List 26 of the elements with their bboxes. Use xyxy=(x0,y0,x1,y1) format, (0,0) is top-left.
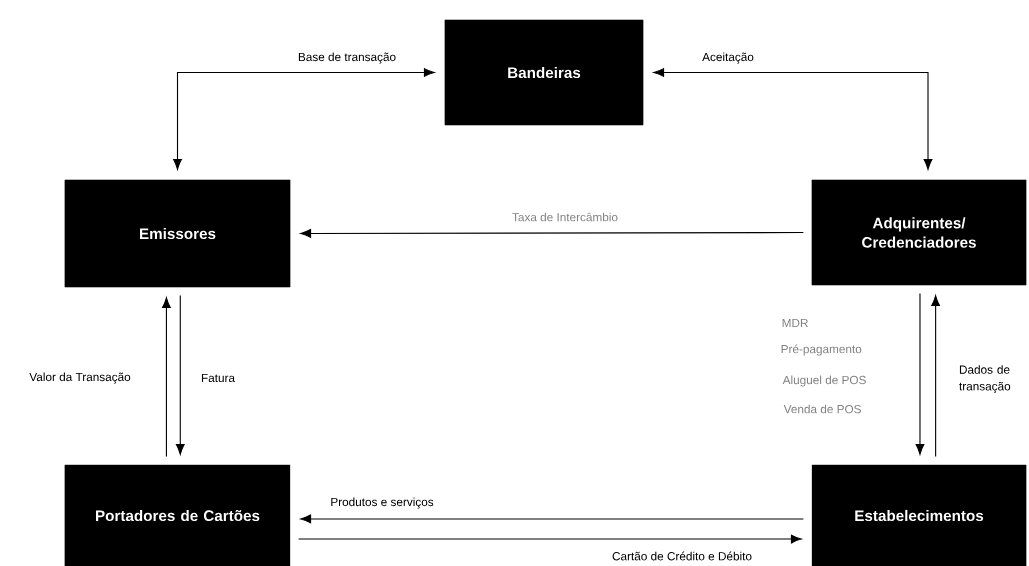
arrow xyxy=(175,295,185,455)
fee-label: MDR xyxy=(782,318,808,328)
edge-label: Cartão de Crédito e Débito xyxy=(612,551,752,561)
fee-label: Venda de POS xyxy=(783,404,861,414)
edge-label: Valor da Transação xyxy=(29,372,131,384)
fee-label: Aluguel de POS xyxy=(782,375,866,387)
edge-label: Fatura xyxy=(201,373,235,383)
arrow xyxy=(298,534,802,544)
process-box: Emissores xyxy=(64,179,291,288)
edge-label: Base de transação xyxy=(298,52,396,64)
edge-label: Produtos e serviços xyxy=(331,497,434,509)
arrow xyxy=(173,68,435,170)
arrow xyxy=(300,229,804,238)
arrow xyxy=(162,297,171,457)
arrow xyxy=(915,293,925,455)
process-box: Adquirentes/ Credenciadores xyxy=(811,179,1027,286)
edge-label: Taxa de Intercâmbio xyxy=(512,212,618,222)
process-box: Bandeiras xyxy=(444,19,644,126)
edge-label: Dados de transação xyxy=(959,365,1011,393)
arrow xyxy=(653,68,933,170)
edge-label: Aceitação xyxy=(702,52,754,64)
process-box: Portadores de Cartões xyxy=(64,464,291,566)
fee-label: Pré-pagamento xyxy=(781,344,862,356)
arrow xyxy=(931,295,941,457)
process-box: Estabelecimentos xyxy=(811,464,1027,566)
arrow xyxy=(300,514,804,524)
